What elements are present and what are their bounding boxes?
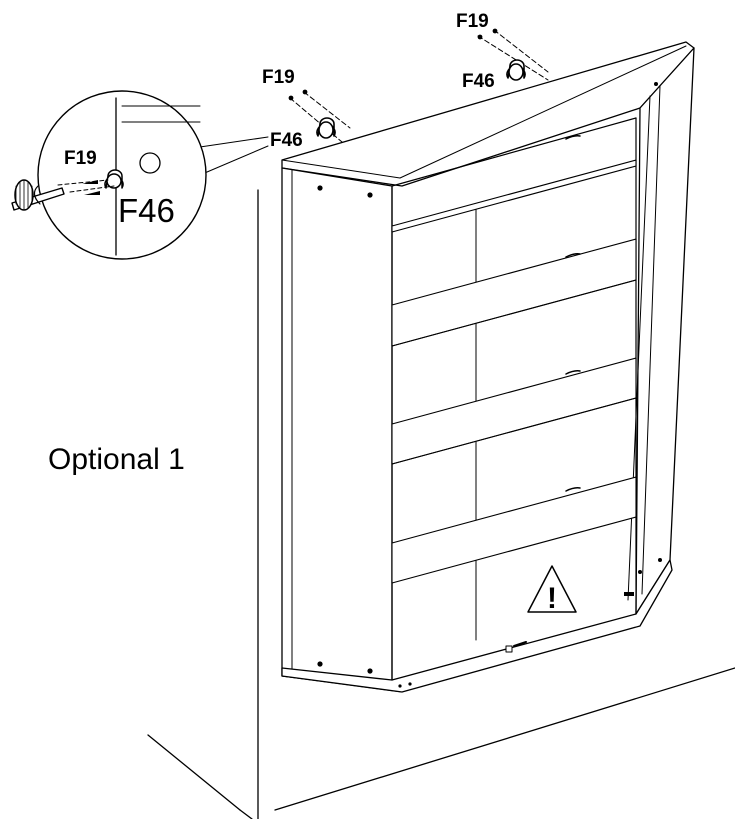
cabinet-left-side: [281, 167, 393, 691]
detail-magnifier: F19 F46: [11, 90, 269, 260]
bracket-label-top-right: F46: [462, 71, 495, 92]
wall-floor-lines: [147, 189, 735, 819]
warning-triangle: !: [527, 565, 577, 615]
shelves: [391, 159, 637, 584]
bottom-fitting: [505, 592, 634, 653]
shelf-pins: [565, 135, 581, 492]
warning-mark: !: [547, 582, 557, 615]
screw-label-top-right: F19: [456, 11, 489, 32]
variant-title: Optional 1: [48, 443, 185, 476]
cabinet-bottom-panel: [281, 559, 673, 693]
dowel-holes: [317, 82, 662, 688]
top-left-bracket: F19 F46: [262, 67, 351, 151]
bracket-label-detail: F46: [118, 192, 175, 229]
corner-cabinet: [281, 41, 695, 693]
screw-label-top-left: F19: [262, 67, 295, 88]
bracket-label-callout: F46: [270, 130, 303, 151]
top-right-bracket: F19 F46: [456, 11, 549, 92]
screw-label-detail: F19: [64, 148, 97, 169]
